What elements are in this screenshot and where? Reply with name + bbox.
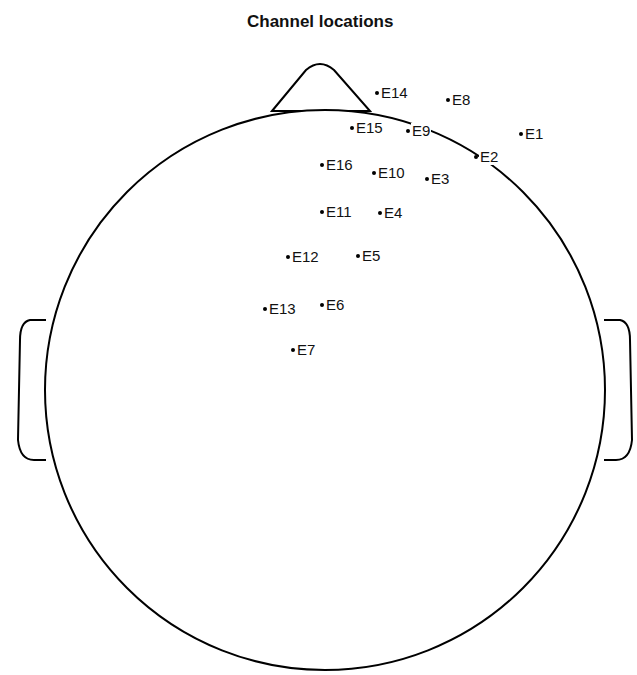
head-circle: [45, 110, 605, 670]
channel-label: E4: [383, 205, 403, 221]
left-ear: [18, 320, 46, 460]
electrode-dot: [378, 211, 382, 215]
channel-label: E7: [296, 342, 316, 358]
channel-label: E10: [377, 165, 406, 181]
channel-label: E3: [430, 171, 450, 187]
electrode-dot: [286, 255, 290, 259]
right-ear: [604, 320, 632, 460]
electrode-dot: [474, 155, 478, 159]
electrode-dot: [320, 303, 324, 307]
electrode-dot: [446, 98, 450, 102]
electrode-dot: [375, 91, 379, 95]
channel-label: E11: [325, 204, 353, 220]
channel-label: E6: [325, 297, 345, 313]
electrode-dot: [320, 163, 324, 167]
channel-label: E9: [411, 123, 431, 139]
electrode-dot: [425, 177, 429, 181]
channel-label: E13: [268, 301, 297, 317]
channel-label: E16: [325, 157, 354, 173]
channel-label: E1: [524, 126, 544, 142]
channel-label: E2: [479, 149, 499, 165]
channel-label: E14: [380, 85, 409, 101]
channel-label: E5: [361, 248, 381, 264]
channel-label: E12: [291, 249, 320, 265]
electrode-dot: [356, 254, 360, 258]
electrode-dot: [291, 348, 295, 352]
nose-shape: [272, 64, 370, 111]
plot-title: Channel locations: [247, 12, 393, 32]
electrode-dot: [519, 132, 523, 136]
electrode-dot: [350, 126, 354, 130]
electrode-dot: [320, 210, 324, 214]
channel-label: E15: [355, 120, 384, 136]
channel-label: E8: [451, 92, 471, 108]
electrode-dot: [372, 171, 376, 175]
electrode-dot: [263, 307, 267, 311]
electrode-dot: [406, 129, 410, 133]
